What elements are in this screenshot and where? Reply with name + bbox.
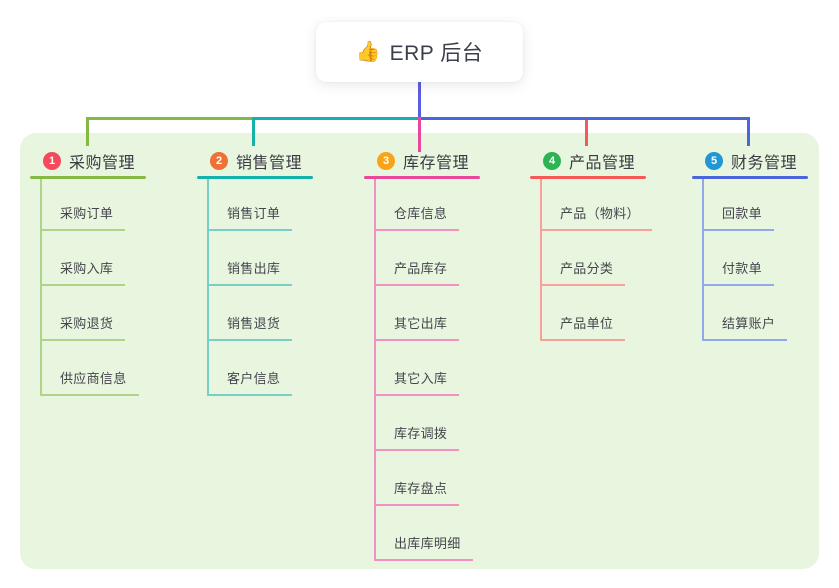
child-node[interactable]: 供应商信息 [42,341,139,396]
child-node[interactable]: 付款单 [704,231,787,286]
child-node[interactable]: 库存盘点 [376,451,473,506]
branch-number-badge: 3 [377,152,395,170]
child-node-label: 销售退货 [209,313,293,341]
branch-node-purchase[interactable]: 1 采购管理 [30,148,146,174]
root-connector-line [418,82,421,118]
branch-label: 采购管理 [69,155,136,172]
branch-finance-management: 5 财务管理 回款单 付款单 结算账户 [692,148,808,341]
branch-node-product[interactable]: 4 产品管理 [530,148,652,174]
child-node-label: 采购退货 [42,313,126,341]
child-node-label: 产品单位 [542,313,626,341]
thumbs-up-emoji: 👍 [355,41,381,63]
branch-4-drop-line [585,120,588,146]
child-node-label: 销售订单 [209,203,293,231]
child-node-label: 回款单 [704,203,774,231]
child-node-label: 出库库明细 [376,533,473,561]
child-node[interactable]: 出库库明细 [376,506,473,561]
branch-1-drop-line [86,117,89,146]
branch-2-connector-line [252,117,420,120]
branch-underline [530,176,646,179]
branch-2-drop-line [252,117,255,146]
child-node[interactable]: 其它出库 [376,286,473,341]
child-node-label: 产品库存 [376,258,460,286]
child-node-label: 其它出库 [376,313,460,341]
branch-product-management: 4 产品管理 产品（物料） 产品分类 产品单位 [530,148,652,341]
branch-number-badge: 4 [543,152,561,170]
child-node[interactable]: 产品分类 [542,231,652,286]
child-node[interactable]: 销售订单 [209,179,293,231]
child-node-label: 库存调拨 [376,423,460,451]
branch-number-badge: 2 [210,152,228,170]
branch-underline [197,176,313,179]
child-node-label: 产品（物料） [542,203,652,231]
child-node[interactable]: 产品单位 [542,286,652,341]
branch-node-sales[interactable]: 2 销售管理 [197,148,313,174]
child-node[interactable]: 采购退货 [42,286,139,341]
child-node[interactable]: 客户信息 [209,341,293,396]
branch-children: 回款单 付款单 结算账户 [702,179,788,341]
child-node-label: 结算账户 [704,313,788,341]
branches-background-panel [20,133,819,569]
child-node[interactable]: 产品（物料） [542,179,652,231]
child-node[interactable]: 销售退货 [209,286,293,341]
branch-label: 产品管理 [569,155,636,172]
branch-children: 采购订单 采购入库 采购退货 供应商信息 [40,179,139,396]
branch-5-connector-line [420,117,750,120]
branch-underline [30,176,146,179]
child-node-label: 销售出库 [209,258,293,286]
child-node[interactable]: 产品库存 [376,231,473,286]
branch-underline [692,176,808,179]
child-node-label: 采购订单 [42,203,126,231]
branch-label: 财务管理 [731,155,798,172]
child-node-label: 客户信息 [209,368,293,396]
child-node-label: 付款单 [704,258,774,286]
branch-inventory-management: 3 库存管理 仓库信息 产品库存 其它出库 其它入库 库存调拨 库存盘点 出库库… [364,148,480,561]
root-node-erp-backend[interactable]: 👍 ERP 后台 [316,22,523,82]
child-node-label: 供应商信息 [42,368,139,396]
child-node-label: 其它入库 [376,368,460,396]
branch-label: 库存管理 [403,155,470,172]
root-node-label: ERP 后台 [389,42,484,65]
child-node[interactable]: 销售出库 [209,231,293,286]
branch-node-inventory[interactable]: 3 库存管理 [364,148,480,174]
child-node[interactable]: 其它入库 [376,341,473,396]
branch-sales-management: 2 销售管理 销售订单 销售出库 销售退货 客户信息 [197,148,313,396]
child-node-label: 仓库信息 [376,203,460,231]
branch-children: 产品（物料） 产品分类 产品单位 [540,179,652,341]
child-node[interactable]: 采购入库 [42,231,139,286]
branch-3-drop-line [418,117,421,152]
branch-underline [364,176,480,179]
branch-children: 销售订单 销售出库 销售退货 客户信息 [207,179,293,396]
branch-number-badge: 1 [43,152,61,170]
child-node[interactable]: 结算账户 [704,286,788,341]
child-node-label: 产品分类 [542,258,626,286]
branch-node-finance[interactable]: 5 财务管理 [692,148,808,174]
child-node[interactable]: 库存调拨 [376,396,473,451]
branch-label: 销售管理 [236,155,303,172]
child-node[interactable]: 采购订单 [42,179,139,231]
branch-children: 仓库信息 产品库存 其它出库 其它入库 库存调拨 库存盘点 出库库明细 [374,179,473,561]
child-node-label: 采购入库 [42,258,126,286]
branch-purchase-management: 1 采购管理 采购订单 采购入库 采购退货 供应商信息 [30,148,146,396]
child-node-label: 库存盘点 [376,478,460,506]
branch-5-drop-line [747,117,750,146]
child-node[interactable]: 回款单 [704,179,787,231]
branch-number-badge: 5 [705,152,723,170]
child-node[interactable]: 仓库信息 [376,179,473,231]
